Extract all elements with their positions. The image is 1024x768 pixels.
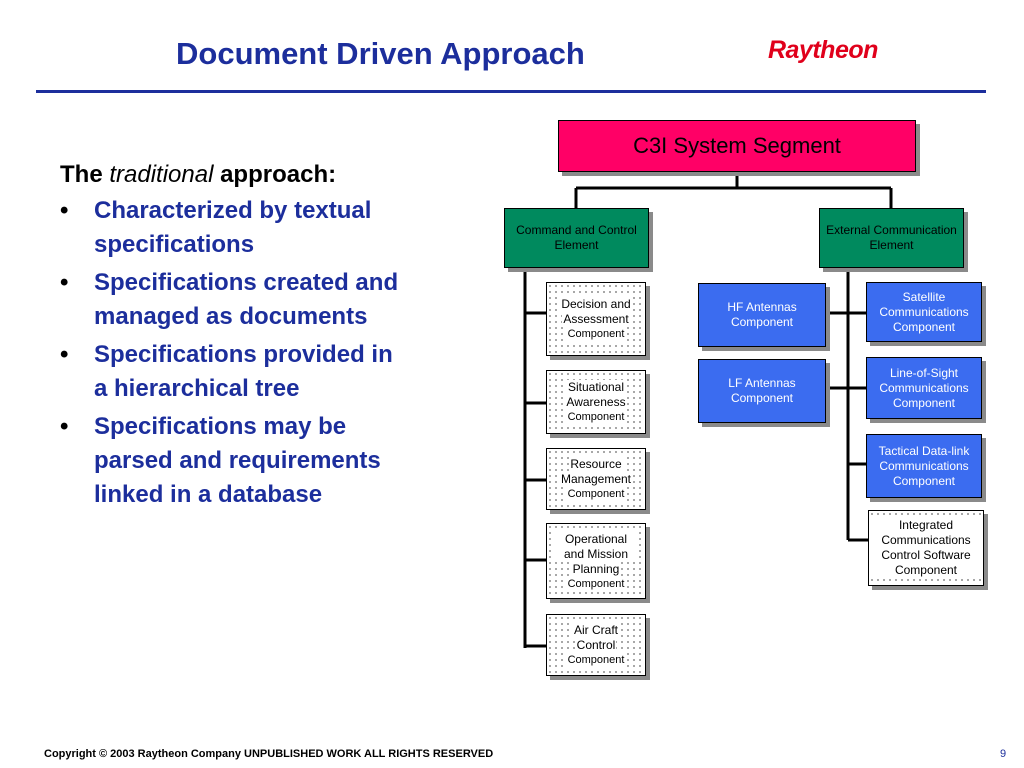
intro-suffix: approach: <box>220 161 337 188</box>
bullet-item: • Characterized by textual specifications <box>60 194 405 262</box>
component-title: Planning <box>571 561 621 577</box>
integrated-communications-control-software-box: Integrated Communications Control Softwa… <box>868 510 984 586</box>
hf-antennas-component-box: HF Antennas Component <box>698 283 826 347</box>
command-control-element-box: Command and Control Element <box>504 208 649 268</box>
component-title: Control <box>575 638 617 653</box>
component-type: Component <box>566 653 626 667</box>
satellite-communications-component-box: Satellite Communications Component <box>866 282 982 342</box>
external-communication-element-box: External Communication Element <box>819 208 964 268</box>
slide-title: Document Driven Approach <box>176 36 585 71</box>
component-title: Assessment <box>562 312 630 327</box>
bullet-text: Characterized by textual specifications <box>94 197 372 258</box>
resource-management-component-box: Resource Management Component <box>546 448 646 510</box>
component-title: Awareness <box>565 395 627 410</box>
page-number: 9 <box>1000 748 1007 760</box>
component-title: Management <box>559 472 633 487</box>
component-title: Decision and <box>560 297 632 312</box>
air-craft-control-component-box: Air Craft Control Component <box>546 614 646 676</box>
line-of-sight-communications-label: Line-of-Sight Communications Component <box>879 365 969 410</box>
bullet-item: • Specifications may be parsed and requir… <box>60 410 405 512</box>
component-title: Situational <box>566 380 626 395</box>
integrated-communications-control-software-label: Integrated Communications Control Softwa… <box>870 518 982 578</box>
lf-antennas-component-box: LF Antennas Component <box>698 359 826 423</box>
component-type: Component <box>566 327 626 341</box>
bullet-text: Specifications provided in a hierarchica… <box>94 341 393 402</box>
bullet-icon: • <box>60 197 69 224</box>
tactical-datalink-component-box: Tactical Data-link Communications Compon… <box>866 434 982 498</box>
bullet-icon: • <box>60 341 69 368</box>
raytheon-logo: Raytheon <box>768 36 878 64</box>
component-title: Operational and Mission <box>553 531 639 562</box>
intro-line: The traditional approach: <box>60 158 405 192</box>
component-type: Component <box>566 576 626 591</box>
title-divider <box>36 90 986 93</box>
intro-prefix: The <box>60 161 103 188</box>
component-type: Component <box>566 487 626 501</box>
tactical-datalink-label: Tactical Data-link Communications Compon… <box>878 443 970 488</box>
approach-text: The traditional approach: • Characterized… <box>60 158 405 516</box>
line-of-sight-communications-component-box: Line-of-Sight Communications Component <box>866 357 982 419</box>
c3i-system-segment-box: C3I System Segment <box>558 120 916 172</box>
c3i-system-segment-label: C3I System Segment <box>633 133 841 158</box>
operational-mission-planning-component-box: Operational and Mission Planning Compone… <box>546 523 646 599</box>
situational-awareness-component-box: Situational Awareness Component <box>546 370 646 434</box>
intro-emphasis: traditional <box>109 161 214 188</box>
component-title: Resource <box>569 457 623 472</box>
component-type: Component <box>566 410 626 424</box>
bullet-text: Specifications may be parsed and require… <box>94 413 381 508</box>
satellite-communications-label: Satellite Communications Component <box>879 289 969 334</box>
component-title: Air Craft <box>572 623 619 638</box>
lf-antennas-label: LF Antennas Component <box>728 376 796 405</box>
decision-assessment-component-box: Decision and Assessment Component <box>546 282 646 356</box>
command-control-element-label: Command and Control Element <box>516 223 637 252</box>
bullet-icon: • <box>60 413 69 440</box>
bullet-item: • Specifications created and managed as d… <box>60 266 405 334</box>
copyright-notice: Copyright © 2003 Raytheon Company UNPUBL… <box>44 748 494 760</box>
bullet-icon: • <box>60 269 69 296</box>
bullet-list: • Characterized by textual specifications… <box>60 194 405 512</box>
hf-antennas-label: HF Antennas Component <box>727 300 797 329</box>
external-communication-element-label: External Communication Element <box>826 223 957 252</box>
bullet-text: Specifications created and managed as do… <box>94 269 399 330</box>
bullet-item: • Specifications provided in a hierarchic… <box>60 338 405 406</box>
